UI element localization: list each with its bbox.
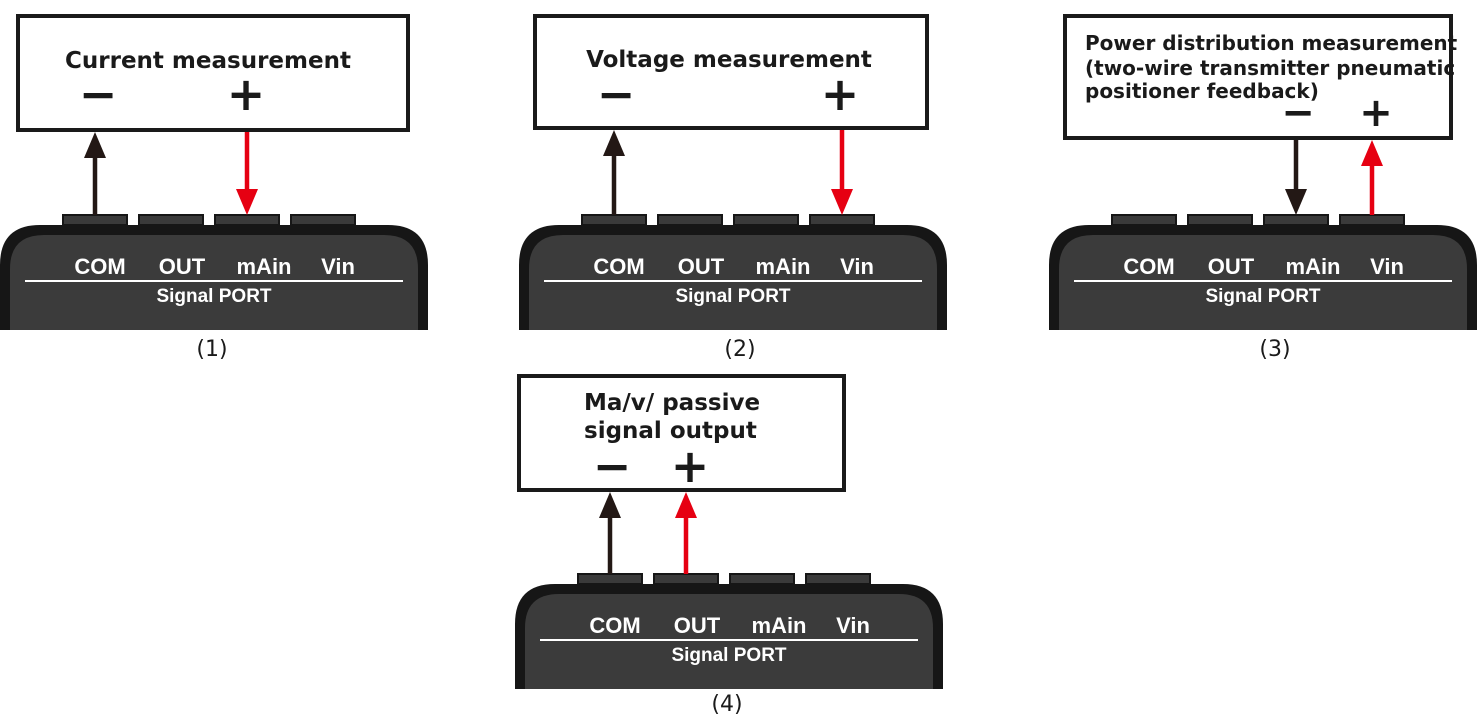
diagram-3-positive-wire-arrow-head xyxy=(1361,140,1383,166)
diagram-4-caption: (4) xyxy=(711,692,742,717)
diagram-1-negative-wire-arrow-head xyxy=(84,132,106,158)
diagram-4-title-line-2: signal output xyxy=(584,418,757,444)
diagram-4-terminal-tab-vin xyxy=(805,573,871,585)
diagram-4-instrument-box xyxy=(517,374,846,492)
diagram-1-minus-sign: − xyxy=(79,67,118,121)
diagram-3-terminal-tab-com xyxy=(1111,214,1177,226)
diagram-3-caption: (3) xyxy=(1259,337,1290,362)
diagram-1-terminal-label-com: COM xyxy=(74,254,125,279)
diagram-2-signal-port-body xyxy=(529,235,937,330)
diagram-4-signal-port-body xyxy=(525,594,933,689)
diagram-4-terminal-label-out: OUT xyxy=(674,613,721,638)
diagram-2-plus-sign: + xyxy=(821,67,860,121)
diagram-2-terminal-label-vin: Vin xyxy=(840,254,874,279)
diagram-3-terminal-tab-main xyxy=(1263,214,1329,226)
diagram-4-negative-wire-arrow-head xyxy=(599,492,621,518)
diagram-4-title-line-1: Ma/v/ passive xyxy=(584,390,760,416)
diagram-2-port-name: Signal PORT xyxy=(675,286,790,307)
diagram-4-positive-wire-arrow-head xyxy=(675,492,697,518)
diagram-4-terminal-tab-com xyxy=(577,573,643,585)
diagram-3-signal-port-body xyxy=(1059,235,1467,330)
diagram-2-terminal-label-com: COM xyxy=(593,254,644,279)
diagram-2-positive-wire-arrow-head xyxy=(831,189,853,215)
diagram-3-terminal-tab-out xyxy=(1187,214,1253,226)
diagram-2-terminal-tab-out xyxy=(657,214,723,226)
diagram-2-terminal-label-out: OUT xyxy=(678,254,725,279)
diagram-3-terminal-label-com: COM xyxy=(1123,254,1174,279)
diagram-4-port-name: Signal PORT xyxy=(671,645,786,666)
diagram-4-terminal-label-main: mAin xyxy=(752,613,807,638)
diagram-4-terminal-tab-main xyxy=(729,573,795,585)
diagram-4-plus-sign: + xyxy=(671,439,710,493)
diagram-3-negative-wire-arrow-head xyxy=(1285,189,1307,215)
diagram-3-minus-sign: − xyxy=(1281,90,1315,136)
diagram-1-terminal-tab-out xyxy=(138,214,204,226)
diagram-3-terminal-label-main: mAin xyxy=(1286,254,1341,279)
diagram-3-terminal-tab-vin xyxy=(1339,214,1405,226)
diagram-4-minus-sign: − xyxy=(593,439,632,493)
diagram-3-port-name: Signal PORT xyxy=(1205,286,1320,307)
diagram-3-terminal-label-vin: Vin xyxy=(1370,254,1404,279)
diagram-2-negative-wire-arrow-head xyxy=(603,130,625,156)
diagram-1-positive-wire-arrow-head xyxy=(236,189,258,215)
diagram-1-plus-sign: + xyxy=(227,67,266,121)
diagram-3-title-line-3: positioner feedback) xyxy=(1085,79,1319,103)
diagram-1-instrument-box xyxy=(16,14,410,132)
diagram-1-terminal-tab-com xyxy=(62,214,128,226)
diagram-2-title-line-1: Voltage measurement xyxy=(586,47,872,73)
diagram-1-caption: (1) xyxy=(196,337,227,362)
diagram-1-title-line-1: Current measurement xyxy=(65,48,351,74)
diagram-1-terminal-tab-main xyxy=(214,214,280,226)
diagram-1-terminal-label-out: OUT xyxy=(159,254,206,279)
diagram-1-signal-port-body xyxy=(10,235,418,330)
diagram-2-terminal-tab-com xyxy=(581,214,647,226)
diagram-2-terminal-tab-vin xyxy=(809,214,875,226)
diagram-3-terminal-label-out: OUT xyxy=(1208,254,1255,279)
diagram-3-instrument-box xyxy=(1063,14,1453,140)
diagram-1-terminal-tab-vin xyxy=(290,214,356,226)
diagram-3-title-line-2: (two-wire transmitter pneumatic xyxy=(1085,56,1455,80)
diagram-1-port-name: Signal PORT xyxy=(156,286,271,307)
diagram-2-minus-sign: − xyxy=(597,67,636,121)
diagram-1-terminal-label-vin: Vin xyxy=(321,254,355,279)
diagram-4-terminal-label-com: COM xyxy=(589,613,640,638)
diagram-4-terminal-tab-out xyxy=(653,573,719,585)
diagram-2-instrument-box xyxy=(533,14,929,130)
diagram-4-terminal-label-vin: Vin xyxy=(836,613,870,638)
diagram-2-terminal-tab-main xyxy=(733,214,799,226)
diagram-2-caption: (2) xyxy=(724,337,755,362)
diagram-2-terminal-label-main: mAin xyxy=(756,254,811,279)
diagram-3-plus-sign: + xyxy=(1359,90,1393,136)
diagram-3-title-line-1: Power distribution measurement xyxy=(1085,31,1458,55)
diagram-1-terminal-label-main: mAin xyxy=(237,254,292,279)
